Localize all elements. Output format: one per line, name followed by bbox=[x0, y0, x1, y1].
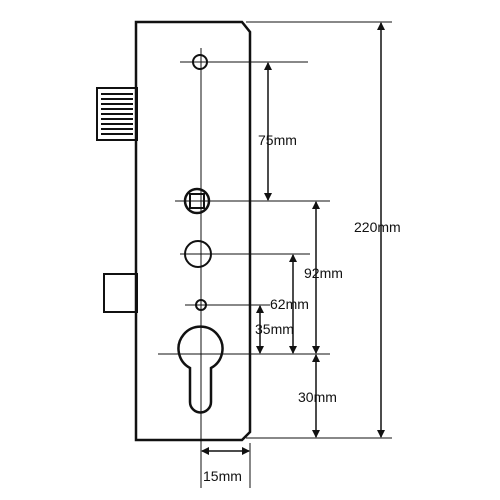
latch-bolt bbox=[96, 87, 138, 141]
dimension-arrows bbox=[201, 22, 385, 455]
lock-body bbox=[134, 20, 252, 442]
dimension-label-35mm: 35mm bbox=[255, 321, 294, 337]
dimension-label-62mm: 62mm bbox=[270, 296, 309, 312]
dimension-label-15mm: 15mm bbox=[203, 468, 242, 484]
dimension-label-220mm: 220mm bbox=[354, 219, 401, 235]
euro-cylinder-cutout bbox=[177, 325, 224, 414]
dimension-label-30mm: 30mm bbox=[298, 389, 337, 405]
reference-lines bbox=[158, 21, 392, 488]
dimension-label-75mm: 75mm bbox=[258, 132, 297, 148]
dead-bolt bbox=[103, 273, 138, 313]
dimension-label-92mm: 92mm bbox=[304, 265, 343, 281]
